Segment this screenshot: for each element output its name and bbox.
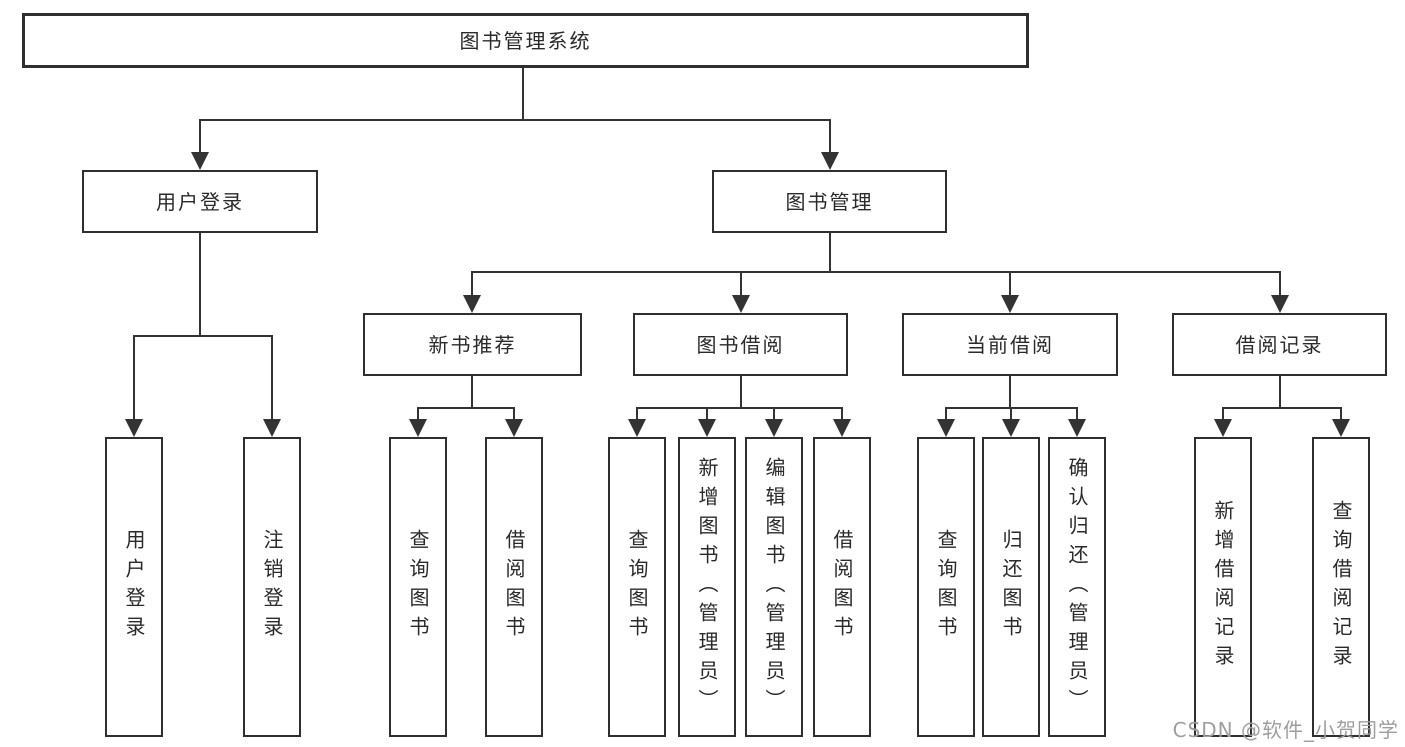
connector-line [271, 335, 273, 420]
connector-line [1279, 271, 1281, 296]
arrow-down-icon [1001, 295, 1019, 313]
connector-line [417, 407, 419, 420]
arrow-down-icon [833, 419, 851, 437]
connector-line [636, 407, 638, 420]
node-user-login: 用户登录 [82, 170, 318, 233]
leaf-borrow-books-borrowing: 借阅图书 [813, 437, 871, 737]
arrow-down-icon [765, 419, 783, 437]
arrow-down-icon [463, 295, 481, 313]
arrow-down-icon [1271, 295, 1289, 313]
connector-line [471, 376, 473, 409]
connector-line [513, 407, 515, 420]
leaf-edit-book-admin: 编辑图书（管理员） [745, 437, 803, 737]
connector-line [829, 233, 831, 273]
connector-line [945, 407, 947, 420]
connector-line [740, 271, 742, 296]
arrow-down-icon [191, 152, 209, 170]
arrow-down-icon [125, 419, 143, 437]
connector-line [829, 119, 831, 153]
connector-line [706, 407, 708, 420]
connector-line [199, 119, 831, 121]
arrow-down-icon [1214, 419, 1232, 437]
connector-line [1076, 407, 1078, 420]
connector-line [1009, 271, 1011, 296]
connector-line [199, 119, 201, 153]
node-library-management-system: 图书管理系统 [22, 13, 1029, 68]
node-book-management: 图书管理 [712, 170, 947, 233]
connector-line [133, 335, 273, 337]
leaf-user-login: 用户登录 [105, 437, 163, 737]
arrow-down-icon [1332, 419, 1350, 437]
arrow-down-icon [263, 419, 281, 437]
connector-line [1222, 407, 1342, 409]
leaf-query-borrow-record: 查询借阅记录 [1312, 437, 1370, 737]
connector-line [841, 407, 843, 420]
connector-line [636, 407, 843, 409]
connector-line [740, 376, 742, 409]
connector-line [1009, 376, 1011, 409]
node-borrowing-records: 借阅记录 [1172, 313, 1387, 376]
connector-line [773, 407, 775, 420]
node-new-book-recommendation: 新书推荐 [363, 313, 582, 376]
arrow-down-icon [1068, 419, 1086, 437]
connector-line [471, 271, 1281, 273]
leaf-confirm-return-admin: 确认归还（管理员） [1048, 437, 1106, 737]
leaf-return-books: 归还图书 [982, 437, 1040, 737]
connector-line [1222, 407, 1224, 420]
leaf-query-books-current: 查询图书 [917, 437, 975, 737]
arrow-down-icon [628, 419, 646, 437]
connector-line [471, 271, 473, 296]
arrow-down-icon [732, 295, 750, 313]
node-book-borrowing: 图书借阅 [633, 313, 848, 376]
arrow-down-icon [409, 419, 427, 437]
leaf-query-books-borrowing: 查询图书 [608, 437, 666, 737]
leaf-add-book-admin: 新增图书（管理员） [678, 437, 736, 737]
connector-line [1340, 407, 1342, 420]
leaf-add-borrow-record: 新增借阅记录 [1194, 437, 1252, 737]
leaf-logout: 注销登录 [243, 437, 301, 737]
watermark: CSDN @软件_小贺同学 [1172, 718, 1399, 742]
arrow-down-icon [937, 419, 955, 437]
node-current-borrowing: 当前借阅 [902, 313, 1118, 376]
connector-line [522, 68, 524, 121]
connector-line [133, 335, 135, 420]
connector-line [1010, 407, 1012, 420]
leaf-borrow-books-recommend: 借阅图书 [485, 437, 543, 737]
arrow-down-icon [821, 152, 839, 170]
connector-line [417, 407, 515, 409]
arrow-down-icon [1002, 419, 1020, 437]
arrow-down-icon [698, 419, 716, 437]
arrow-down-icon [505, 419, 523, 437]
leaf-query-books-recommend: 查询图书 [389, 437, 447, 737]
connector-line [199, 233, 201, 337]
connector-line [1279, 376, 1281, 409]
